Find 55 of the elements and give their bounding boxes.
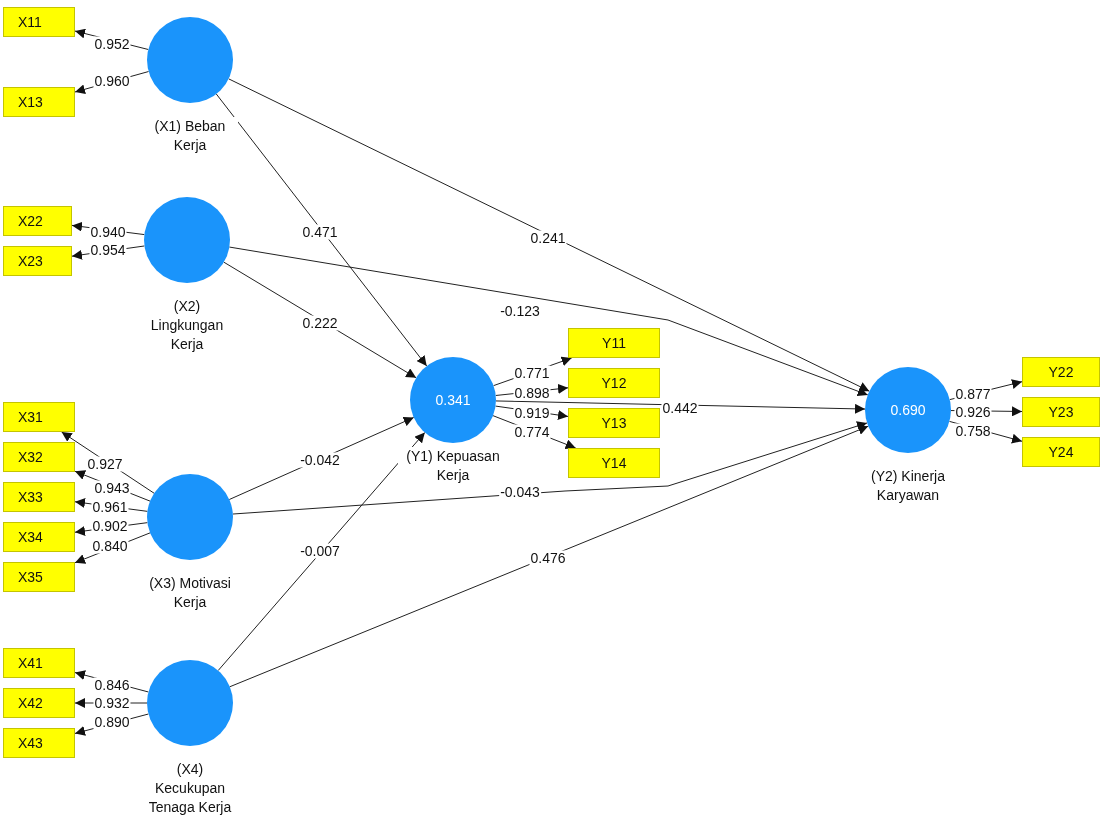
edge-label: 0.940	[89, 224, 127, 240]
edge-label: 0.771	[513, 365, 551, 381]
indicator-box: Y14	[568, 448, 660, 478]
edge-label: -0.007	[299, 543, 341, 559]
arrow	[495, 400, 866, 414]
indicator-box: X35	[3, 562, 75, 592]
indicator-box: Y23	[1022, 397, 1100, 427]
indicator-box: X23	[3, 246, 72, 276]
arrow	[232, 421, 868, 515]
arrow	[229, 425, 869, 688]
edge-label: 0.241	[529, 230, 567, 246]
indicator-box: X33	[3, 482, 75, 512]
edge-label: 0.943	[93, 480, 131, 496]
indicator-box: X43	[3, 728, 75, 758]
edge-label: 0.476	[529, 550, 567, 566]
edge-label: 0.898	[513, 385, 551, 401]
r-squared-value: 0.341	[435, 392, 471, 408]
indicator-box: Y11	[568, 328, 660, 358]
edge-label: 0.877	[954, 386, 992, 402]
r-squared-value: 0.690	[890, 402, 926, 418]
arrow	[228, 246, 869, 397]
edge-label: 0.222	[301, 315, 339, 331]
edge-label: 0.960	[93, 73, 131, 89]
indicator-box: X42	[3, 688, 75, 718]
edge-label: 0.926	[954, 404, 992, 420]
indicator-box: Y22	[1022, 357, 1100, 387]
edge-label: 0.846	[93, 677, 131, 693]
indicator-box: X22	[3, 206, 72, 236]
edge-label: -0.123	[499, 303, 541, 319]
indicator-box: Y13	[568, 408, 660, 438]
edge-label: 0.471	[301, 224, 339, 240]
edge-label: 0.840	[91, 538, 129, 554]
edge-label: 0.774	[513, 424, 551, 440]
edge-label: -0.042	[299, 452, 341, 468]
indicator-box: X41	[3, 648, 75, 678]
indicator-box: X34	[3, 522, 75, 552]
edge-label: 0.961	[91, 499, 129, 515]
indicator-box: X31	[3, 402, 75, 432]
arrow	[217, 431, 426, 672]
arrow	[228, 78, 870, 392]
edge-label: 0.758	[954, 423, 992, 439]
edge-label: 0.890	[93, 714, 131, 730]
indicator-box: X13	[3, 87, 75, 117]
indicator-box: X32	[3, 442, 75, 472]
edge-label: 0.927	[86, 456, 124, 472]
arrow	[215, 93, 428, 367]
edge-label: 0.952	[93, 36, 131, 52]
edge-label: 0.919	[513, 405, 551, 421]
indicator-box: X11	[3, 7, 75, 37]
edge-label: 0.902	[91, 518, 129, 534]
indicator-box: Y12	[568, 368, 660, 398]
indicator-box: Y24	[1022, 437, 1100, 467]
edge-label: -0.043	[499, 484, 541, 500]
edge-label: 0.954	[89, 242, 127, 258]
edge-label: 0.932	[93, 695, 131, 711]
